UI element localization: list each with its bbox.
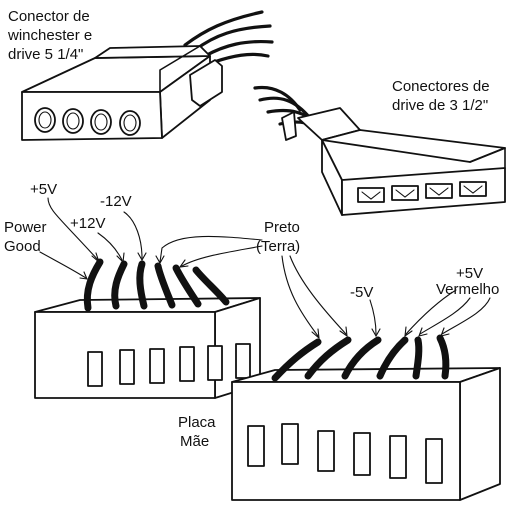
floppy-label-line2: drive de 3 1/2" bbox=[392, 97, 488, 114]
molex-label-line3: drive 5 1/4" bbox=[8, 46, 83, 63]
floppy-connector bbox=[253, 85, 506, 216]
left-power-connector bbox=[34, 258, 261, 399]
label-plus5v-left: +5V bbox=[30, 181, 57, 198]
label-power-good-line2: Good bbox=[4, 238, 41, 255]
label-plus12v: +12V bbox=[70, 215, 105, 232]
label-preto-line1: Preto bbox=[264, 219, 300, 236]
label-vermelho: Vermelho bbox=[436, 281, 499, 298]
label-minus12v: -12V bbox=[100, 193, 132, 210]
label-power-good-line1: Power bbox=[4, 219, 47, 236]
molex-label-line2: winchester e bbox=[7, 27, 92, 44]
label-placa-mae-line1: Placa bbox=[178, 414, 216, 431]
floppy-label-line1: Conectores de bbox=[392, 78, 490, 95]
pointer-arrows bbox=[39, 197, 491, 340]
label-plus5v-right: +5V bbox=[456, 265, 483, 282]
label-minus5v: -5V bbox=[350, 284, 373, 301]
label-placa-mae-line2: Mãe bbox=[180, 433, 209, 450]
right-power-connector bbox=[231, 334, 501, 501]
molex-connector bbox=[21, 10, 274, 141]
molex-label-line1: Conector de bbox=[8, 8, 90, 25]
label-preto-line2: (Terra) bbox=[256, 238, 300, 255]
